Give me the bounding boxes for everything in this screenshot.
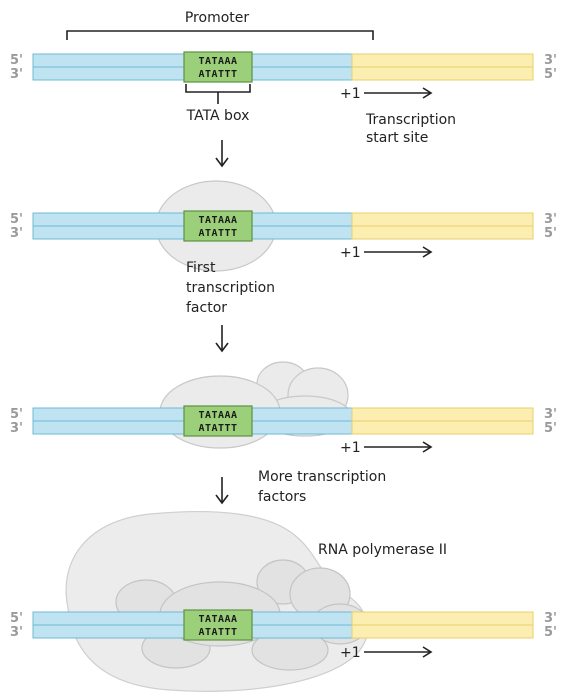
plus-one-label: +1	[340, 86, 361, 102]
promoter-bracket	[66, 30, 374, 40]
panel-3: TATAAA ATATTT 5' 3' 3' 5' +1 More transc…	[10, 361, 557, 505]
coding-region	[351, 407, 534, 422]
coding-region	[351, 66, 534, 81]
transcription-arrow-head	[422, 441, 433, 453]
left-top-end-label: 5'	[10, 53, 23, 68]
right-top-end-label: 3'	[544, 212, 557, 227]
label-line: factors	[258, 489, 306, 505]
left-top-end-label: 5'	[10, 611, 23, 626]
label-line: Transcription	[365, 112, 456, 128]
tata-top-sequence: TATAAA	[198, 215, 237, 226]
dna-strand: TATAAA ATATTT	[32, 405, 534, 437]
tata-box	[183, 405, 253, 437]
tata-top-sequence: TATAAA	[198, 614, 237, 625]
coding-region	[351, 420, 534, 435]
more-transcription-factors-label: More transcription factors	[258, 469, 386, 505]
down-arrow-2-head	[215, 342, 229, 353]
panel-1: Promoter TATAAA ATATTT 5' 3' 3' 5' TATA …	[10, 10, 557, 168]
right-bottom-end-label: 5'	[544, 226, 557, 241]
plus-one-label: +1	[340, 645, 361, 661]
coding-region	[351, 212, 534, 227]
transcription-arrow-head	[422, 246, 433, 258]
dna-strand: TATAAA ATATTT	[32, 609, 534, 641]
tata-bracket	[185, 84, 251, 93]
rna-polymerase-label: RNA polymerase II	[318, 542, 447, 558]
left-bottom-end-label: 3'	[10, 67, 23, 82]
promoter-label: Promoter	[185, 10, 250, 26]
left-bottom-end-label: 3'	[10, 421, 23, 436]
label-line: transcription	[186, 280, 275, 296]
transcription-arrow-head	[422, 87, 433, 99]
transcription-arrow-head	[422, 646, 433, 658]
tata-bottom-sequence: ATATTT	[198, 69, 237, 80]
coding-region	[351, 611, 534, 626]
right-top-end-label: 3'	[544, 407, 557, 422]
right-top-end-label: 3'	[544, 53, 557, 68]
tata-top-sequence: TATAAA	[198, 410, 237, 421]
tata-box	[183, 210, 253, 242]
label-line: start site	[366, 130, 428, 146]
label-line: First	[186, 260, 216, 276]
coding-region	[351, 225, 534, 240]
down-arrow-1-head	[215, 157, 229, 168]
tata-top-sequence: TATAAA	[198, 56, 237, 67]
tata-box	[183, 609, 253, 641]
label-line: More transcription	[258, 469, 386, 485]
dna-strand: TATAAA ATATTT	[32, 51, 534, 83]
right-bottom-end-label: 5'	[544, 625, 557, 640]
panel-2: TATAAA ATATTT 5' 3' 3' 5' +1 First transc…	[10, 180, 557, 353]
tata-box	[183, 51, 253, 83]
tata-box-label: TATA box	[186, 108, 250, 124]
left-top-end-label: 5'	[10, 407, 23, 422]
first-transcription-factor-label: First transcription factor	[186, 260, 275, 316]
coding-region	[351, 53, 534, 68]
tata-bottom-sequence: ATATTT	[198, 423, 237, 434]
plus-one-label: +1	[340, 440, 361, 456]
dna-strand: TATAAA ATATTT	[32, 210, 534, 242]
transcription-start-site-label: Transcription start site	[365, 112, 456, 146]
label-line: factor	[186, 300, 227, 316]
left-bottom-end-label: 3'	[10, 625, 23, 640]
right-bottom-end-label: 5'	[544, 421, 557, 436]
down-arrow-3-head	[215, 494, 229, 505]
tata-bottom-sequence: ATATTT	[198, 627, 237, 638]
right-bottom-end-label: 5'	[544, 67, 557, 82]
coding-region	[351, 624, 534, 639]
left-top-end-label: 5'	[10, 212, 23, 227]
tata-bottom-sequence: ATATTT	[198, 228, 237, 239]
panel-4: TATAAA ATATTT 5' 3' 3' 5' +1 RNA polymer…	[10, 510, 557, 692]
left-bottom-end-label: 3'	[10, 226, 23, 241]
plus-one-label: +1	[340, 245, 361, 261]
right-top-end-label: 3'	[544, 611, 557, 626]
